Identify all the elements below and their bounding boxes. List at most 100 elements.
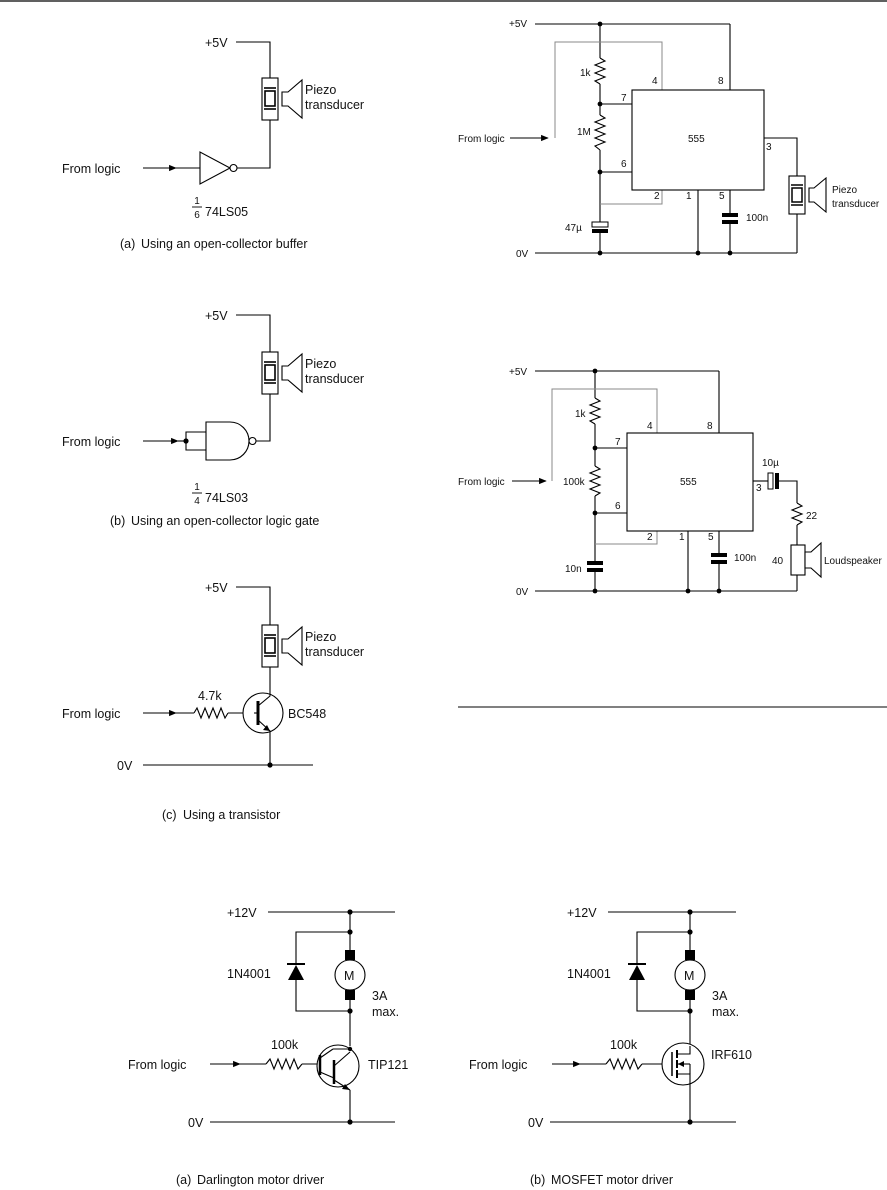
c-out-value: 10µ: [762, 458, 779, 469]
supply-label: +5V: [205, 581, 228, 595]
supply-wire: [236, 41, 271, 78]
diode-top-wire: [295, 931, 350, 955]
motor-rating-1: 3A: [712, 989, 728, 1003]
caption-tag: (b): [110, 514, 125, 528]
gate-input-1: [185, 431, 206, 441]
supply-label: +12V: [567, 906, 597, 920]
input-label: From logic: [62, 435, 120, 449]
input-label: From logic: [62, 162, 120, 176]
npn-transistor-icon: [242, 692, 284, 736]
transistor-part-number: IRF610: [711, 1048, 752, 1062]
darlington-transistor-icon: [316, 1044, 360, 1091]
c-ctrl-value: 100n: [734, 553, 756, 564]
pin-label: 2: [654, 191, 660, 202]
transistor-part-number: TIP121: [368, 1058, 408, 1072]
figure-c-transistor-driver: +5V Piezo transducer From logic 4.7k BC5…: [62, 581, 364, 822]
output-wire: [764, 137, 798, 176]
piezo-transducer-icon: [261, 77, 303, 121]
input-label: From logic: [128, 1058, 186, 1072]
electrolytic-capacitor-icon: [591, 221, 609, 233]
output-wire: [237, 120, 271, 169]
flyback-diode-icon: [628, 963, 646, 980]
oscillator-555-piezo: +5V 1k 1M From logic 555 4 8 7 6 2 1 5 3: [458, 19, 880, 260]
caption-tag: (a): [176, 1173, 191, 1187]
motor-rating-2: max.: [712, 1005, 739, 1019]
diode-part-number: 1N4001: [567, 967, 611, 981]
pin-label: 4: [652, 76, 658, 87]
pin-label: 6: [615, 501, 621, 512]
motor-label: M: [684, 969, 694, 983]
pin-label: 4: [647, 421, 653, 432]
piezo-label-1: Piezo: [305, 83, 336, 97]
resistor-1k-icon: [593, 57, 607, 85]
gate-part-number: 74LS03: [205, 491, 248, 505]
input-label: From logic: [469, 1058, 527, 1072]
pin-label: 1: [679, 532, 685, 543]
piezo-label-2: transducer: [305, 645, 364, 659]
transistor-part-number: BC548: [288, 707, 326, 721]
piezo-label-1: Piezo: [832, 185, 857, 196]
pin-label: 3: [766, 142, 772, 153]
gate-part-number: 74LS05: [205, 205, 248, 219]
pin-label: 5: [708, 532, 714, 543]
c-timing-value: 10n: [565, 564, 582, 575]
resistor-1m-icon: [593, 114, 607, 151]
motor-icon: [334, 950, 366, 1000]
oscillator-555-loudspeaker: +5V 1k 100k From logic 555 4 8 7 6 2 1 5…: [458, 367, 882, 598]
supply-wire: [236, 586, 271, 625]
ic-label: 555: [688, 134, 705, 145]
piezo-transducer-icon: [261, 624, 303, 668]
resistor-100k-icon: [588, 465, 602, 497]
pin4-reset-wire: [554, 41, 663, 138]
piezo-label-1: Piezo: [305, 630, 336, 644]
ic-555-body: [631, 89, 765, 191]
pin4-reset-wire: [551, 388, 658, 481]
resistor-1k-icon: [588, 397, 602, 425]
c-ctrl-value: 100n: [746, 213, 768, 224]
r2-value: 1M: [577, 127, 591, 138]
r2-value: 100k: [563, 477, 586, 488]
figure-a-open-collector-buffer: +5V Piezo transducer From logic 1 6 74LS…: [62, 36, 364, 251]
pin2-trigger-wire: [600, 190, 663, 205]
r-out-value: 22: [806, 511, 818, 522]
input-label: From logic: [62, 707, 120, 721]
gate-input-2: [185, 441, 206, 451]
diode-top-wire: [636, 931, 690, 955]
pin-label: 7: [615, 437, 621, 448]
piezo-transducer-icon: [261, 351, 303, 395]
electrolytic-capacitor-icon: [767, 472, 779, 490]
diode-part-number: 1N4001: [227, 967, 271, 981]
figure-caption: Darlington motor driver: [197, 1173, 324, 1187]
loudspeaker-icon: [790, 541, 822, 579]
piezo-label-1: Piezo: [305, 357, 336, 371]
pin-label: 5: [719, 191, 725, 202]
piezo-label-2: transducer: [832, 199, 880, 210]
pin2-trigger-wire: [595, 531, 658, 545]
motor-rating-2: max.: [372, 1005, 399, 1019]
diode-bottom-wire: [636, 980, 690, 1012]
ground-label: 0V: [117, 759, 133, 773]
ground-label: 0V: [516, 587, 529, 598]
base-resistor-icon: [265, 1057, 303, 1071]
resistor-value: 4.7k: [198, 689, 222, 703]
supply-label: +5V: [509, 367, 527, 378]
figure-caption: Using an open-collector logic gate: [131, 514, 319, 528]
fraction-denominator: 4: [194, 496, 200, 507]
motor-driver-darlington: +12V 1N4001 M 3A max. From logic 100k: [128, 906, 408, 1187]
figure-b-open-collector-gate: +5V Piezo transducer From logic 1 4 74LS…: [62, 309, 364, 528]
ground-label: 0V: [516, 249, 529, 260]
pin-label: 1: [686, 191, 692, 202]
mosfet-icon: [661, 1042, 705, 1088]
pin-label: 6: [621, 159, 627, 170]
piezo-label-2: transducer: [305, 98, 364, 112]
output-wire: [256, 394, 271, 442]
caption-tag: (b): [530, 1173, 545, 1187]
nand-gate-icon: [205, 421, 257, 461]
figure-caption: Using a transistor: [183, 808, 280, 822]
speaker-impedance: 40: [772, 556, 784, 567]
fraction-numerator: 1: [194, 196, 200, 207]
supply-label: +5V: [205, 36, 228, 50]
ic-555-body: [626, 432, 754, 532]
resistor-22-icon: [790, 502, 804, 526]
